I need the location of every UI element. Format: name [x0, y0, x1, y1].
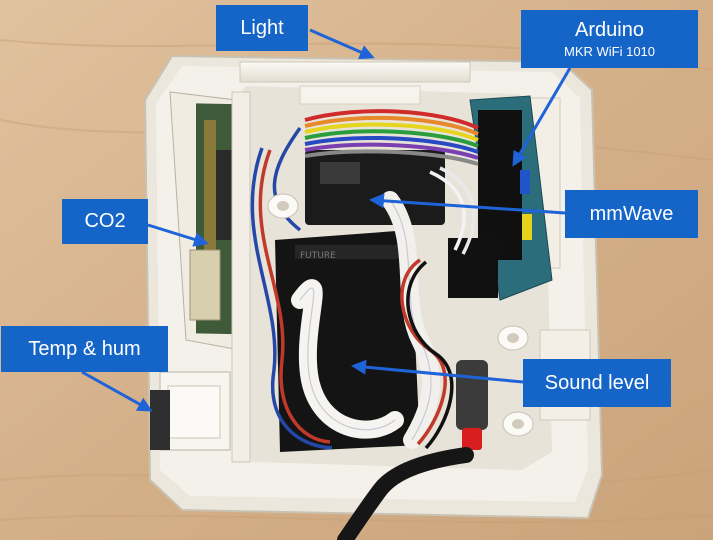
annotation-arrows [81, 28, 572, 412]
sound-level-label: Sound level [523, 359, 671, 407]
co2-sensor [169, 91, 241, 351]
arrow-light [309, 28, 375, 60]
svg-text:FUTURE: FUTURE [300, 251, 336, 261]
light-label-text: Light [240, 16, 284, 39]
arrow-arduino [512, 67, 572, 167]
temp-hum-sensor [150, 371, 231, 451]
standoffs [267, 193, 534, 437]
co2-label-text: CO2 [84, 210, 126, 232]
light-label: Light [216, 5, 308, 51]
arrow-temp-hum [81, 370, 153, 412]
arduino-label: Arduino MKR WiFi 1010 [521, 10, 698, 68]
arrow-mmwave [369, 193, 566, 215]
usb-cable [337, 447, 474, 540]
arduino-label-text: Arduino [575, 18, 644, 41]
rainbow-cable [304, 109, 479, 166]
sound-level-label-text: Sound level [544, 371, 650, 394]
arrow-co2 [147, 223, 209, 247]
mmwave-label-text: mmWave [589, 202, 674, 225]
temp-hum-label-text: Temp & hum [28, 337, 141, 360]
mmwave-label: mmWave [565, 190, 698, 238]
arduino-board [448, 95, 553, 301]
jumper-wires [250, 126, 476, 450]
arrow-sound-level [351, 359, 524, 384]
divider-wall [231, 91, 251, 463]
co2-label: CO2 [62, 199, 148, 244]
mmwave-sensor [305, 150, 445, 225]
arduino-model-text: MKR WiFi 1010 [563, 43, 656, 59]
temp-hum-label: Temp & hum [1, 326, 168, 372]
